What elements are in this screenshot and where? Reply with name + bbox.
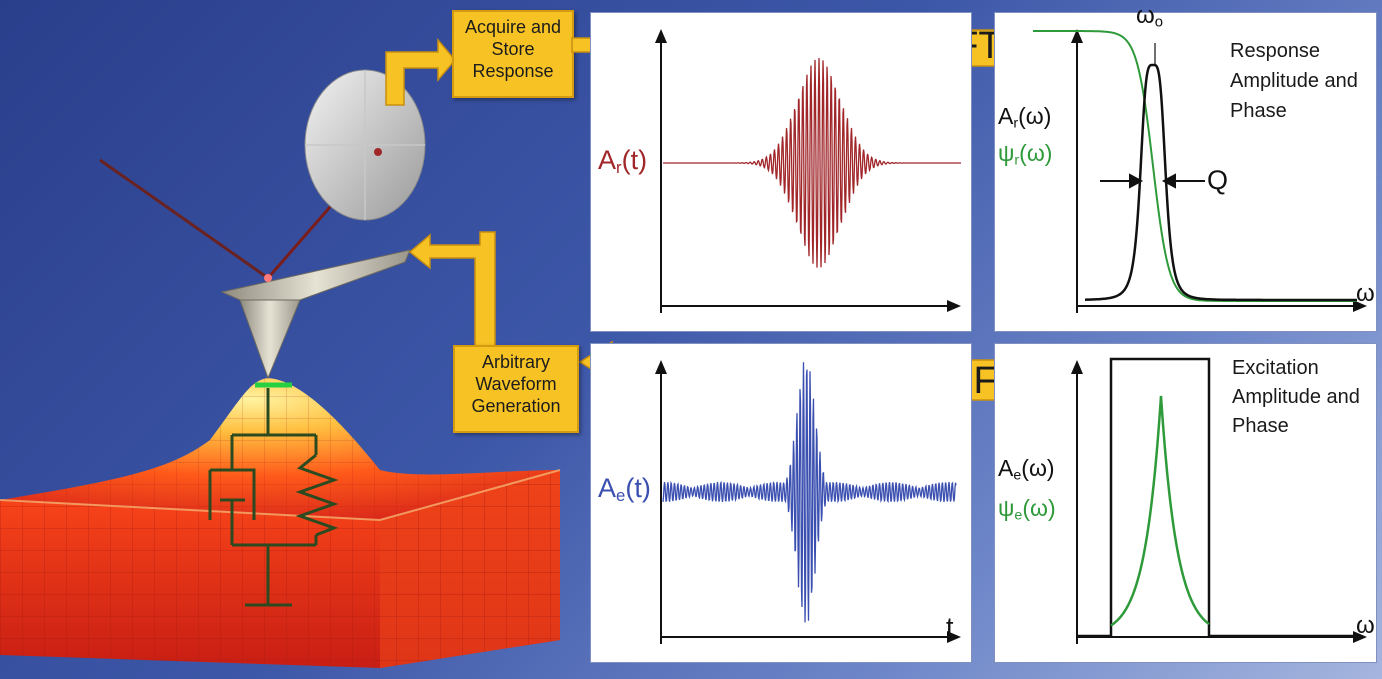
peak-main: ω (1136, 2, 1155, 29)
q-width-arrows (1100, 173, 1205, 189)
resp-sig-arg: (t) (621, 145, 648, 175)
excitation-phase-curve (1110, 395, 1210, 627)
eamp-main: A (998, 455, 1014, 481)
excitation-freq-plot (1071, 357, 1367, 644)
response-time-ylabel: Ar(t) (598, 145, 647, 178)
eph-main: ψ (998, 495, 1015, 521)
exc-sig-arg: (t) (625, 473, 651, 503)
arbitrary-waveform-callout: Arbitrary Waveform Generation (453, 345, 579, 433)
response-freq-title: Response Amplitude and Phase (1230, 40, 1358, 122)
rph-main: ψ (998, 140, 1015, 166)
eamp-arg: (ω) (1021, 455, 1055, 481)
eph-arg: (ω) (1022, 495, 1056, 521)
excitation-amp-label: Ae(ω) (998, 455, 1055, 484)
excitation-time-panel (590, 343, 972, 663)
ramp-arg: (ω) (1018, 103, 1052, 129)
response-time-plot (655, 29, 961, 313)
excitation-waveform (662, 362, 957, 623)
q-label: Q (1207, 165, 1229, 195)
excitation-freq-panel (994, 343, 1377, 663)
response-phase-label: ψr(ω) (998, 140, 1052, 169)
response-freq-panel (994, 12, 1377, 332)
peak-sub: o (1154, 14, 1164, 31)
excitation-amplitude-window (1077, 357, 1357, 638)
acquire-store-label: Acquire and Store Response (464, 17, 562, 81)
response-waveform (663, 57, 961, 268)
rph-sub: r (1014, 152, 1020, 169)
resp-sig-sub: r (616, 158, 622, 178)
response-amplitude-curve (1085, 63, 1357, 302)
spring-dashpot-model (208, 382, 339, 607)
excitation-phase-label: ψe(ω) (998, 495, 1056, 524)
excitation-time-ylabel: Ae(t) (598, 473, 651, 506)
response-amp-label: Ar(ω) (998, 103, 1051, 132)
exc-sig-sub: e (616, 486, 626, 506)
ramp-main: A (998, 103, 1014, 129)
peak-omega-label: ωo (1136, 2, 1163, 31)
ramp-sub: r (1013, 115, 1019, 132)
excitation-freq-xlabel: ω (1356, 612, 1375, 639)
eph-sub: e (1014, 507, 1023, 524)
eamp-sub: e (1013, 467, 1022, 484)
exc-sig-main: A (598, 473, 617, 503)
arbitrary-waveform-label: Arbitrary Waveform Generation (471, 352, 561, 416)
sample-surface (0, 378, 561, 668)
acquire-store-callout: Acquire and Store Response (452, 10, 574, 98)
cantilever (220, 249, 411, 380)
rph-arg: (ω) (1019, 140, 1053, 166)
photodetector (304, 69, 426, 221)
response-time-panel (590, 12, 972, 332)
excitation-freq-title: Excitation Amplitude and Phase (1232, 357, 1360, 437)
response-freq-xlabel: ω (1356, 280, 1375, 307)
resp-sig-main: A (598, 145, 617, 175)
acquire-arrow (385, 37, 456, 106)
excitation-time-plot (655, 360, 961, 644)
afm-illustration (0, 37, 561, 668)
excitation-time-xlabel: t (946, 612, 954, 642)
response-freq-plot (1033, 29, 1367, 313)
